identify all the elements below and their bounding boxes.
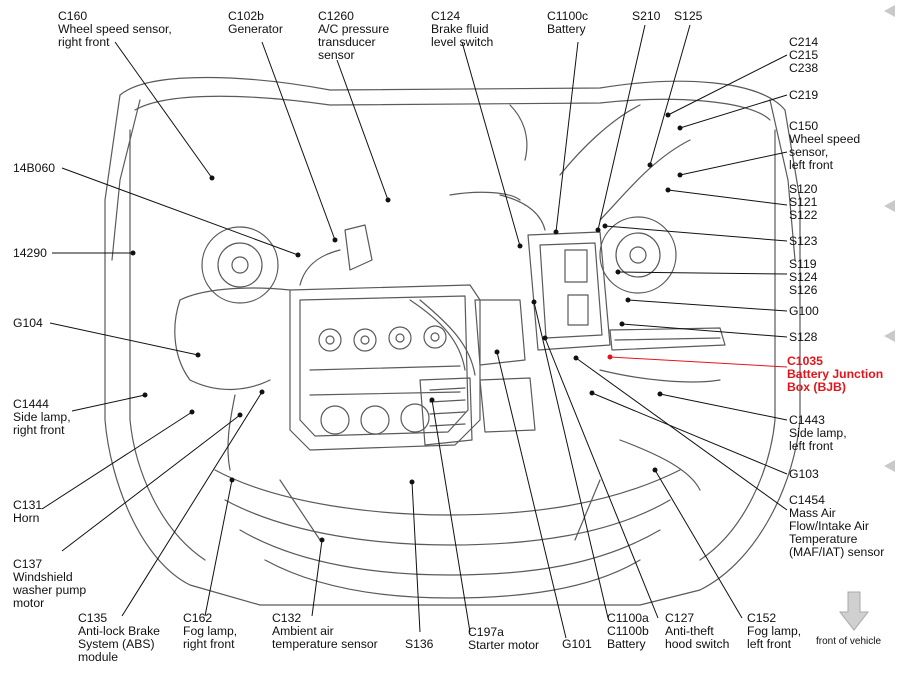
label-g103: G103 (789, 467, 819, 481)
label-14b060: 14B060 (13, 161, 56, 175)
label-g100: G100 (789, 304, 819, 318)
label-s136: S136 (405, 637, 434, 651)
label-14290: 14290 (13, 246, 47, 260)
label-s128: S128 (789, 330, 818, 344)
label-s123: S123 (789, 234, 818, 248)
label-s210: S210 (632, 9, 661, 23)
label-c219: C219 (789, 88, 819, 102)
label-g101: G101 (562, 637, 592, 651)
label-s125: S125 (674, 9, 703, 23)
label-g104: G104 (13, 316, 43, 330)
front-of-vehicle-label: front of vehicle (816, 636, 882, 647)
